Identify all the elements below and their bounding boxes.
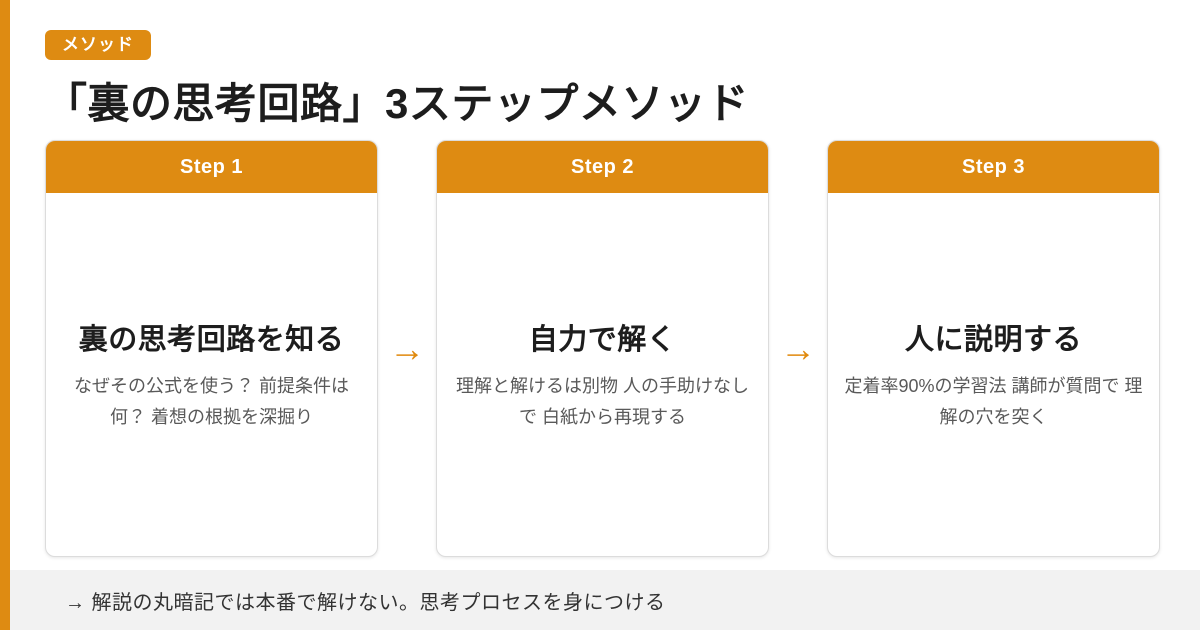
- step-2-title: 自力で解く: [528, 324, 677, 357]
- step-card-1: Step 1 裏の思考回路を知る なぜその公式を使う？ 前提条件は何？ 着想の根…: [45, 140, 378, 557]
- step-card-3: Step 3 人に説明する 定着率90%の学習法 講師が質問で 理解の穴を突く: [827, 140, 1160, 557]
- footer-note-text: → 解説の丸暗記では本番で解けない。思考プロセスを身につける: [65, 591, 666, 614]
- step-2-header: Step 2: [437, 141, 768, 193]
- page-title: 「裏の思考回路」3ステップメソッド: [45, 80, 749, 127]
- step-2-body: 自力で解く 理解と解けるは別物 人の手助けなしで 白紙から再現する: [437, 193, 768, 556]
- step-1-title: 裏の思考回路を知る: [78, 324, 345, 357]
- category-badge: メソッド: [45, 30, 151, 60]
- step-3-title: 人に説明する: [904, 324, 1082, 357]
- step-3-body: 人に説明する 定着率90%の学習法 講師が質問で 理解の穴を突く: [828, 193, 1159, 556]
- steps-row: Step 1 裏の思考回路を知る なぜその公式を使う？ 前提条件は何？ 着想の根…: [45, 140, 1160, 557]
- step-2-description: 理解と解けるは別物 人の手助けなしで 白紙から再現する: [456, 376, 749, 427]
- flow-arrow-icon: →: [389, 327, 425, 369]
- footer-note-bar: → 解説の丸暗記では本番で解けない。思考プロセスを身につける: [0, 570, 1200, 630]
- accent-left-border: [0, 0, 10, 630]
- step-1-description: なぜその公式を使う？ 前提条件は何？ 着想の根拠を深掘り: [74, 376, 349, 427]
- step-1-body: 裏の思考回路を知る なぜその公式を使う？ 前提条件は何？ 着想の根拠を深掘り: [46, 193, 377, 556]
- step-1-header: Step 1: [46, 141, 377, 193]
- flow-arrow-icon: →: [780, 327, 816, 369]
- step-3-header: Step 3: [828, 141, 1159, 193]
- step-card-2: Step 2 自力で解く 理解と解けるは別物 人の手助けなしで 白紙から再現する: [436, 140, 769, 557]
- step-3-description: 定着率90%の学習法 講師が質問で 理解の穴を突く: [844, 376, 1143, 427]
